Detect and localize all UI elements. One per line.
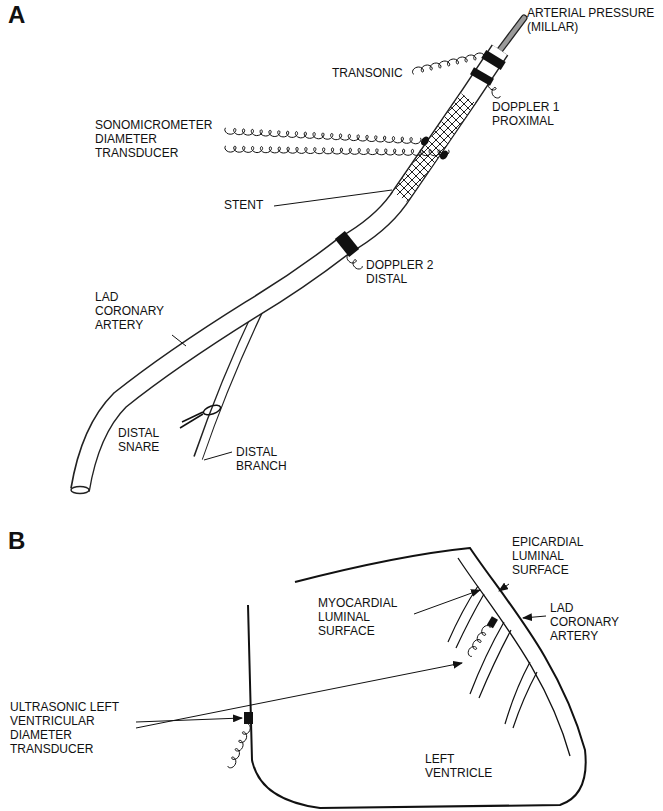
leader-line [204,452,232,460]
lv-diameter-transducer [244,712,253,724]
lead-wire [347,254,362,269]
catheter-fill [500,18,524,50]
lead-wire [468,626,490,657]
lead-wire [228,723,250,767]
part-label: SONOMICROMETER DIAMETER TRANSDUCER [95,118,220,160]
lead-wire [413,53,485,74]
doppler-probe [342,240,352,248]
snare-wire [182,412,203,422]
lead-wire [225,146,449,156]
leader-arrow [499,584,509,591]
panel-letter: B [8,528,38,554]
part-label: DOPPLER 2 DISTAL [366,258,438,286]
part-label: MYOCARDIAL LUMINAL SURFACE [318,596,413,638]
lad-artery-fill [80,50,500,491]
part-label: ULTRASONIC LEFT VENTRICULAR DIAMETER TRA… [10,700,128,756]
intramural-branch [505,662,537,728]
part-label: LAD CORONARY ARTERY [550,601,628,643]
leader-arrow [136,663,462,728]
part-label: DISTAL BRANCH [236,445,296,473]
part-label: ARTERIAL PRESSURE (MILLAR) [527,6,657,34]
snare-loop [202,403,222,417]
panel-letter: A [8,2,38,28]
lad-artery [80,50,500,490]
doppler-probe [480,73,484,80]
ventricle-outline [248,548,586,808]
part-label: DOPPLER 1 PROXIMAL [492,100,572,128]
lv-diameter-transducer [487,616,498,628]
leader-line [274,190,392,206]
artery-end [71,487,89,494]
myocardial-surface [458,558,570,756]
part-label: LEFT VENTRICLE [425,752,507,780]
leader-arrow [523,616,546,618]
stent [400,98,468,197]
transonic-probe [491,56,496,64]
intramural-branch [470,622,511,698]
part-label: DISTAL SNARE [118,426,178,454]
leader-line [172,335,186,346]
part-label: TRANSONIC [332,66,412,80]
leader-arrow [414,590,480,614]
part-label: EPICARDIAL LUMINAL SURFACE [512,535,602,577]
spacer [403,200,411,214]
part-label: STENT [224,198,274,212]
catheter [500,18,524,50]
lead-wire [488,80,500,99]
lead-wire [225,128,421,144]
part-label: LAD CORONARY ARTERY [95,290,175,332]
leader-arrow [136,718,242,722]
lead-wires [225,53,500,768]
